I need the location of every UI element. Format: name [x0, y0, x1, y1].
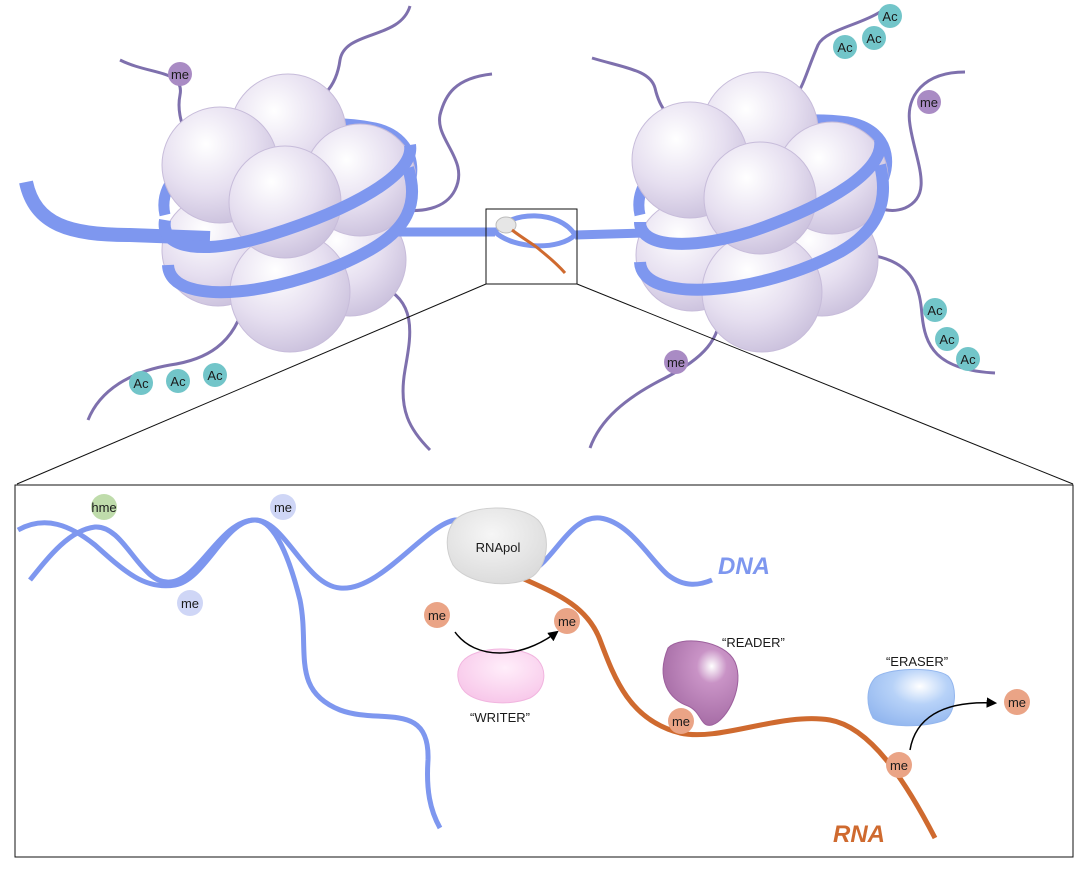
zoom-line-right	[576, 283, 1074, 485]
reader-protein	[662, 640, 739, 726]
mark-label: Ac	[207, 368, 223, 383]
dna-marks: hme me me	[91, 494, 296, 616]
dna-strand-right	[528, 515, 713, 587]
mark-label: me	[890, 758, 908, 773]
rnapol-body	[446, 507, 547, 585]
eraser-arrow	[909, 697, 998, 751]
dna-linker	[574, 228, 646, 240]
histone-sphere	[703, 141, 817, 255]
removed-methyl-mark: me	[1004, 689, 1030, 715]
methyl-mark: me	[168, 62, 192, 86]
rnapol: RNApol	[446, 507, 547, 585]
acetyl-mark: Ac	[956, 347, 980, 371]
mark-label: me	[667, 355, 685, 370]
mark-label: me	[171, 67, 189, 82]
rna-methyl-mark: me	[668, 708, 694, 734]
mark-label: me	[672, 714, 690, 729]
mark-label: Ac	[133, 376, 149, 391]
nucleosome-right	[588, 10, 996, 449]
mark-label: me	[274, 500, 292, 515]
acetyl-mark: Ac	[935, 327, 959, 351]
eraser-enzyme	[867, 668, 955, 727]
mark-label: Ac	[927, 303, 943, 318]
mark-label: me	[181, 596, 199, 611]
mark-label: hme	[91, 500, 116, 515]
dna-methyl-mark: me	[270, 494, 296, 520]
rna-methyl-mark: me	[554, 608, 580, 634]
dna-wrap-front	[634, 163, 890, 296]
acetyl-mark: Ac	[878, 4, 902, 28]
zoom-line-left	[16, 283, 487, 485]
eraser-label: “ERASER”	[886, 654, 948, 669]
rna-label: RNA	[833, 821, 885, 848]
mark-label: Ac	[837, 40, 853, 55]
zoom-box	[485, 208, 578, 285]
dna-linker	[19, 180, 211, 245]
mark-label: Ac	[960, 352, 976, 367]
methyl-mark: me	[917, 90, 941, 114]
histone-marks: me me me Ac Ac Ac Ac Ac	[129, 4, 980, 395]
mark-label: me	[920, 95, 938, 110]
nucleosome-left	[19, 5, 493, 452]
acetyl-mark: Ac	[166, 369, 190, 393]
hydroxymethyl-mark: hme	[91, 494, 117, 520]
histone-tail	[86, 299, 247, 421]
rna-methyl-mark: me	[424, 602, 450, 628]
reader: “READER” me	[662, 635, 785, 734]
writer-enzyme	[457, 648, 545, 704]
rna-methyl-mark: me	[886, 752, 912, 778]
dna-methyl-mark: me	[177, 590, 203, 616]
acetyl-mark: Ac	[833, 35, 857, 59]
mark-label: Ac	[866, 31, 882, 46]
dna-wrap-front	[162, 166, 418, 299]
rna-strand	[503, 567, 938, 840]
acetyl-mark: Ac	[129, 371, 153, 395]
writer-label: “WRITER”	[470, 710, 530, 725]
acetyl-mark: Ac	[923, 298, 947, 322]
rnapol-label: RNApol	[476, 540, 521, 555]
writer: “WRITER” me me	[424, 602, 580, 725]
mark-label: Ac	[170, 374, 186, 389]
eraser: “ERASER” me me	[867, 654, 1030, 778]
mark-label: Ac	[939, 332, 955, 347]
reader-label: “READER”	[722, 635, 785, 650]
rna-small	[511, 228, 567, 274]
methyl-mark: me	[664, 350, 688, 374]
histone-tail	[864, 70, 966, 212]
mark-label: Ac	[882, 9, 898, 24]
dna-strands	[16, 515, 713, 830]
writer-arrow	[454, 630, 559, 654]
mark-label: me	[428, 608, 446, 623]
dna-wrap-front	[634, 139, 887, 250]
acetyl-mark: Ac	[203, 363, 227, 387]
mark-label: me	[1008, 695, 1026, 710]
histone-tail	[377, 283, 432, 452]
linker-dna	[395, 208, 646, 285]
dna-wrap-front	[158, 144, 417, 253]
dna-bubble	[491, 213, 579, 249]
histone-tail	[588, 299, 723, 449]
acetyl-mark: Ac	[862, 26, 886, 50]
histone-tail	[869, 253, 996, 375]
dna-label: DNA	[718, 553, 770, 580]
histone-tail	[399, 72, 493, 213]
mark-label: me	[558, 614, 576, 629]
rnapol-small	[495, 216, 517, 234]
dna-strand-b	[28, 517, 443, 830]
